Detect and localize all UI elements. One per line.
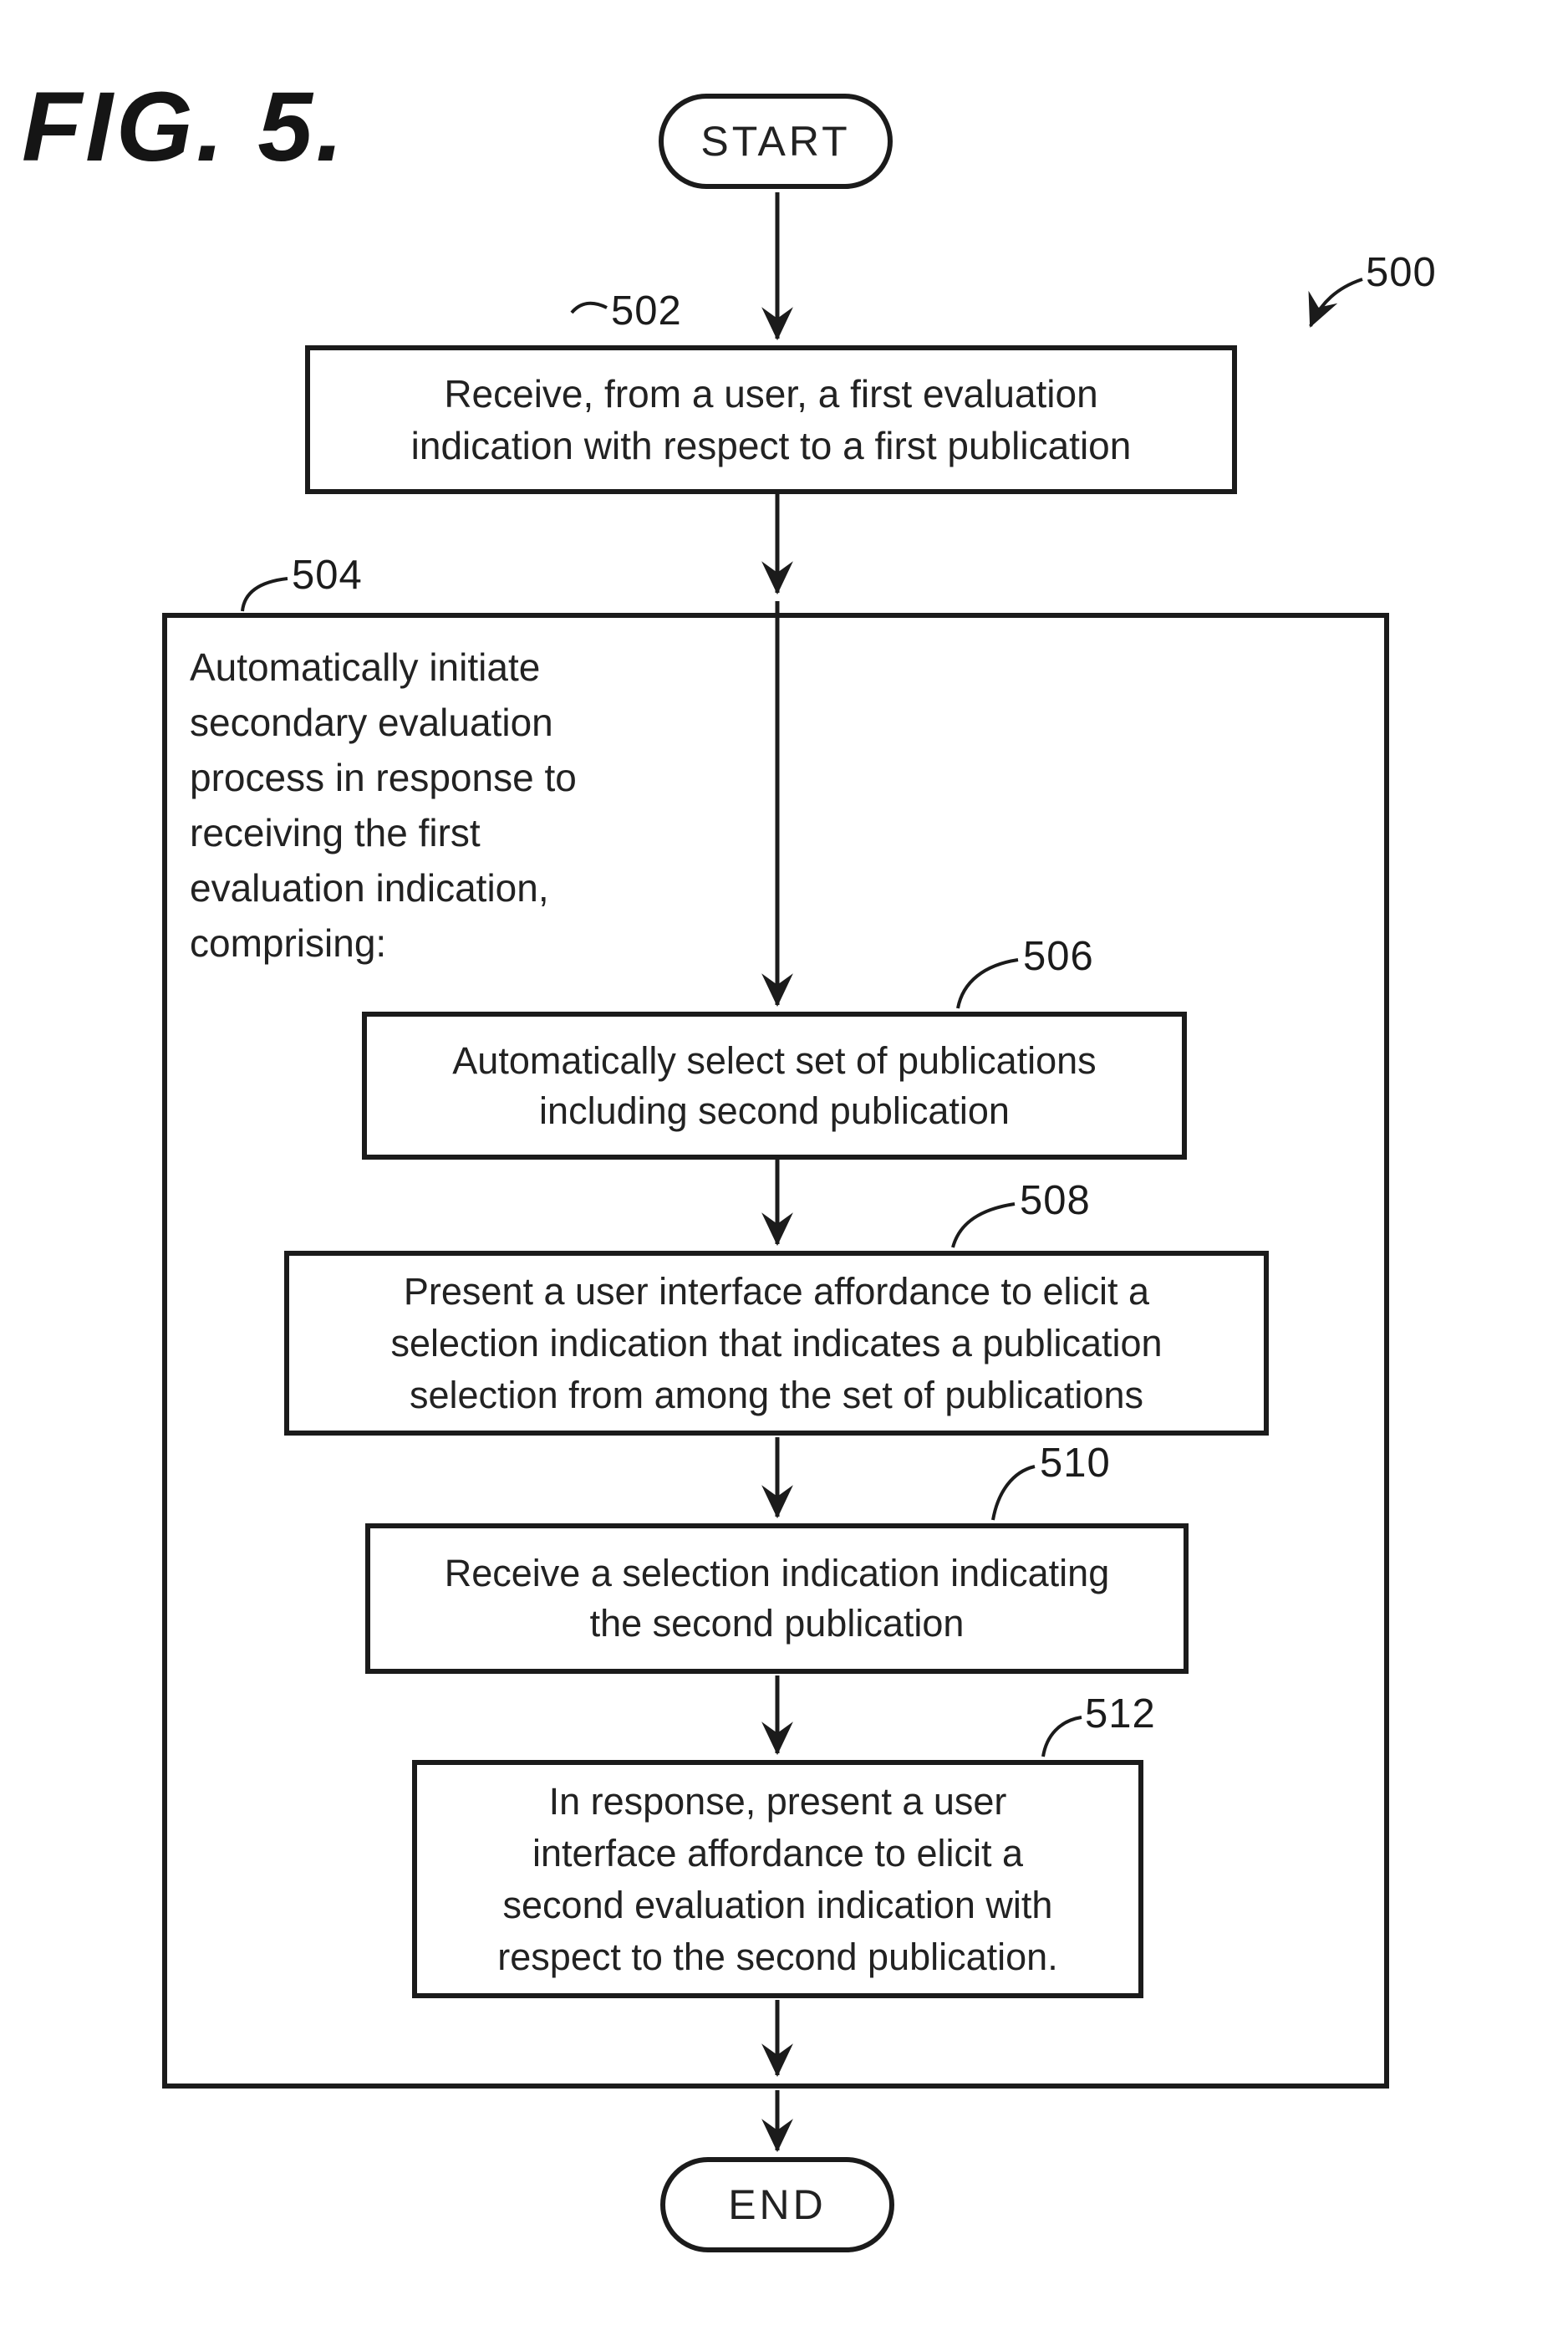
process-box-508: Present a user interface affordance to e… [284,1251,1269,1436]
leader-510 [991,1465,1036,1521]
process-box-512: In response, present a user interface af… [412,1760,1143,1998]
process-box-line: selection indication that indicates a pu… [390,1321,1163,1364]
process-box-line: second evaluation indication with [502,1883,1053,1926]
start-terminal-label: START [700,118,851,165]
leader-502 [570,301,608,314]
leader-504 [241,577,288,612]
container-box-504: Automatically initiate secondary evaluat… [162,613,1389,2089]
process-box-510: Receive a selection indication indicatin… [365,1523,1189,1674]
process-box-line: interface affordance to elicit a [532,1831,1024,1874]
container-text-line: receiving the first [190,811,481,854]
process-box-line: Receive a selection indication indicatin… [444,1552,1110,1594]
container-text-line: comprising: [190,921,387,965]
container-text-line: evaluation indication, [190,866,549,910]
leader-508 [951,1202,1016,1248]
ref-label-502: 502 [611,288,682,334]
process-box-502: Receive, from a user, a first evaluation… [305,345,1237,494]
leader-512 [1041,1716,1082,1757]
end-terminal-label: END [728,2181,827,2228]
ref-label-512: 512 [1085,1691,1156,1737]
process-box-line: Receive, from a user, a first evaluation [444,372,1098,416]
container-text-line: process in response to [190,756,577,799]
end-terminal: END [660,2157,894,2252]
start-terminal: START [659,94,893,189]
process-box-line: the second publication [589,1602,965,1645]
process-box-line: Present a user interface affordance to e… [403,1269,1150,1313]
process-box-line: In response, present a user [548,1779,1007,1823]
figure-title: FIG. 5. [22,72,347,182]
ref-label-510: 510 [1040,1441,1111,1486]
leader-arrow-500 [1308,278,1363,328]
process-box-line: selection from among the set of publicat… [410,1373,1143,1416]
ref-label-506: 506 [1023,934,1094,979]
process-box-line: including second publication [539,1089,1010,1132]
ref-label-500: 500 [1366,250,1437,295]
process-box-506: Automatically select set of publications… [362,1012,1187,1160]
process-box-line: indication with respect to a first publi… [410,424,1132,467]
leader-506 [956,958,1019,1009]
ref-label-504: 504 [292,553,363,598]
container-text-line: secondary evaluation [190,701,553,744]
process-box-line: respect to the second publication. [497,1935,1058,1978]
container-box-text: Automatically initiate secondary evaluat… [190,640,741,971]
ref-label-508: 508 [1020,1178,1091,1223]
process-box-line: Automatically select set of publications [452,1038,1097,1082]
container-text-line: Automatically initiate [190,645,541,689]
